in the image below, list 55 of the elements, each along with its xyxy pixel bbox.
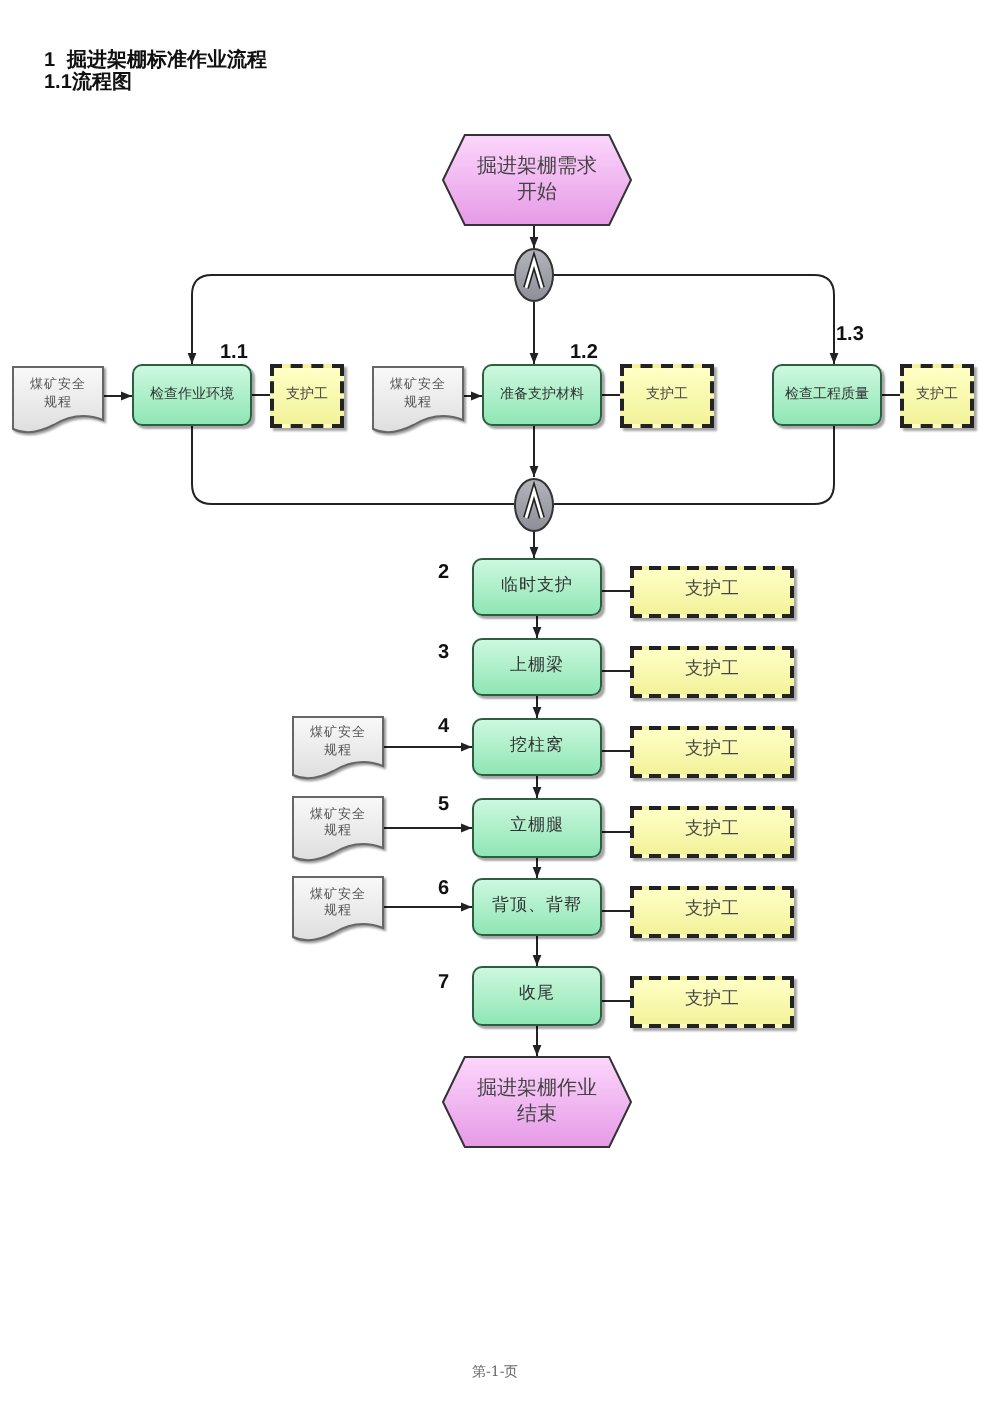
connector-line bbox=[601, 590, 631, 592]
step-number: 1.1 bbox=[220, 342, 248, 364]
subheading: 1.1流程图 bbox=[44, 72, 132, 96]
connector-line bbox=[251, 394, 271, 396]
arrow bbox=[529, 530, 539, 559]
role-box: 支护工 bbox=[630, 726, 794, 778]
terminator-hexagon: 掘进架棚需求开始 bbox=[442, 134, 632, 226]
terminator-hexagon: 掘进架棚作业结束 bbox=[442, 1056, 632, 1148]
process-box: 背顶、背帮 bbox=[472, 878, 602, 936]
arrow bbox=[532, 935, 542, 967]
arrow bbox=[529, 301, 539, 365]
step-number: 7 bbox=[438, 972, 450, 994]
step-number: 6 bbox=[438, 878, 450, 900]
arrow bbox=[383, 823, 473, 833]
arrow bbox=[553, 274, 839, 365]
step-number: 1.2 bbox=[570, 342, 598, 364]
connector-line bbox=[601, 750, 631, 752]
heading: 1 掘进架棚标准作业流程 bbox=[44, 46, 267, 72]
arrow bbox=[529, 425, 539, 478]
step-number: 3 bbox=[438, 642, 450, 664]
arrow bbox=[103, 391, 133, 401]
role-box: 支护工 bbox=[630, 806, 794, 858]
connector-line bbox=[601, 910, 631, 912]
role-box: 支护工 bbox=[630, 646, 794, 698]
connector-line bbox=[601, 831, 631, 833]
arrow bbox=[463, 391, 483, 401]
arrow bbox=[532, 615, 542, 639]
arrow bbox=[532, 775, 542, 799]
role-box: 支护工 bbox=[630, 886, 794, 938]
arrow bbox=[532, 857, 542, 879]
process-box: 临时支护 bbox=[472, 558, 602, 616]
connector-line bbox=[553, 425, 835, 505]
role-box: 支护工 bbox=[630, 976, 794, 1028]
step-number: 1.3 bbox=[836, 324, 864, 346]
step-number: 2 bbox=[438, 562, 450, 584]
connector-line bbox=[881, 394, 901, 396]
connector-line bbox=[191, 425, 515, 505]
step-number: 4 bbox=[438, 716, 450, 738]
operator-circle bbox=[514, 248, 554, 302]
operator-circle bbox=[514, 477, 554, 531]
role-box: 支护工 bbox=[630, 566, 794, 618]
process-box: 上棚梁 bbox=[472, 638, 602, 696]
arrow bbox=[532, 695, 542, 719]
arrow bbox=[187, 274, 515, 365]
connector-line bbox=[601, 670, 631, 672]
arrow bbox=[383, 902, 473, 912]
connector-line bbox=[601, 1000, 631, 1002]
arrow bbox=[532, 1025, 542, 1057]
process-box: 挖柱窝 bbox=[472, 718, 602, 776]
connector-line bbox=[601, 394, 621, 396]
arrow bbox=[383, 742, 473, 752]
process-box: 立棚腿 bbox=[472, 798, 602, 858]
step-number: 5 bbox=[438, 794, 450, 816]
arrow bbox=[529, 225, 539, 249]
process-box: 收尾 bbox=[472, 966, 602, 1026]
